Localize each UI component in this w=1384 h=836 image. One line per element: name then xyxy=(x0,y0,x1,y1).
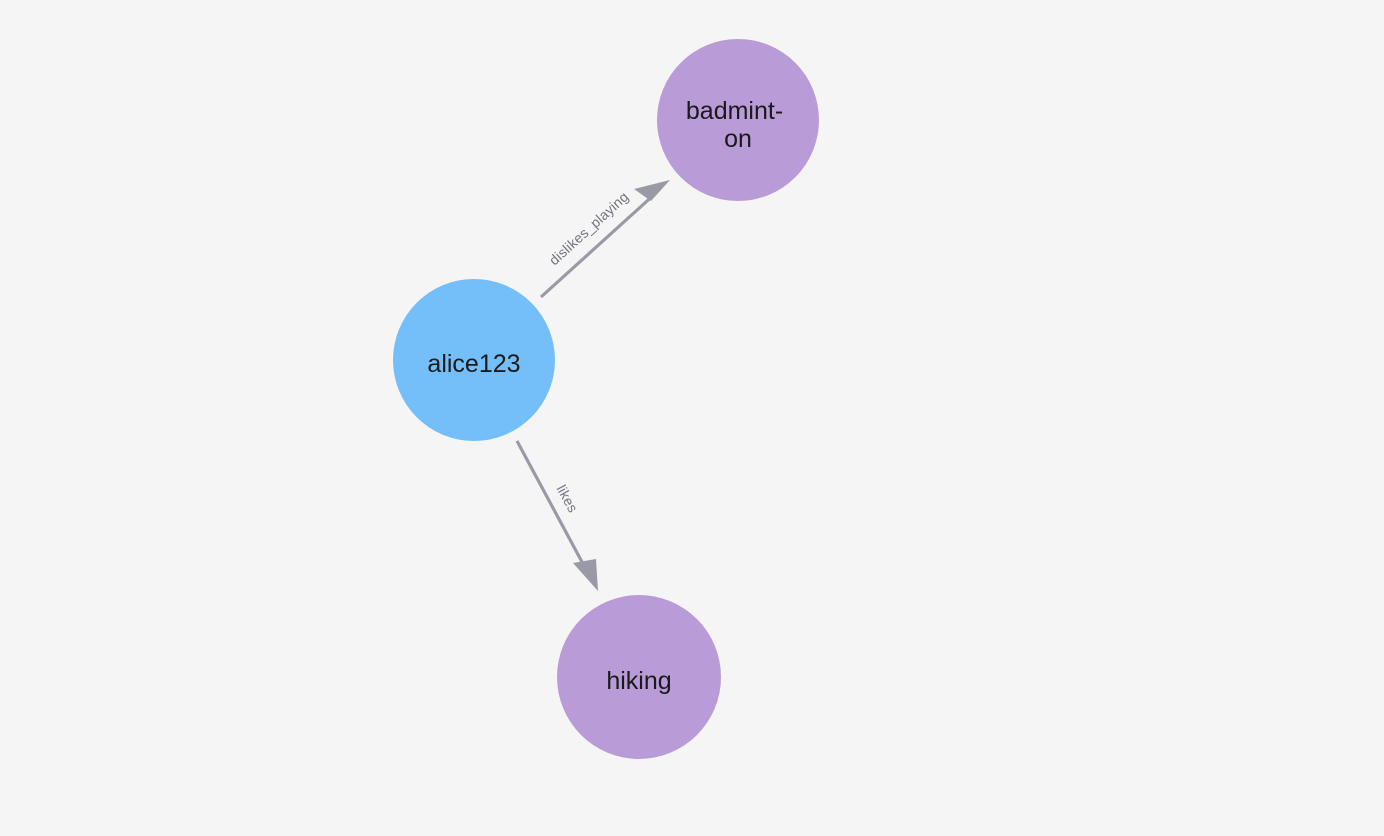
edge-dislikes-playing[interactable]: dislikes_playing xyxy=(539,180,670,299)
edge-likes[interactable]: likes xyxy=(515,440,598,591)
node-badminton-circle[interactable] xyxy=(657,39,819,201)
node-hiking-label: hiking xyxy=(606,667,671,695)
node-alice123-circle[interactable] xyxy=(393,279,555,441)
edge-line xyxy=(539,190,659,299)
node-alice123-label: alice123 xyxy=(427,350,520,378)
node-hiking-circle[interactable] xyxy=(557,595,721,759)
edge-arrowhead xyxy=(573,559,598,591)
edge-arrowhead xyxy=(634,180,670,201)
edge-label-likes: likes xyxy=(553,482,581,515)
node-badminton-label: badmint- on xyxy=(686,97,790,153)
edge-line xyxy=(515,440,591,576)
node-badminton[interactable]: badmint- on xyxy=(657,39,819,201)
node-alice123[interactable]: alice123 xyxy=(393,279,555,441)
node-hiking[interactable]: hiking xyxy=(557,595,721,759)
